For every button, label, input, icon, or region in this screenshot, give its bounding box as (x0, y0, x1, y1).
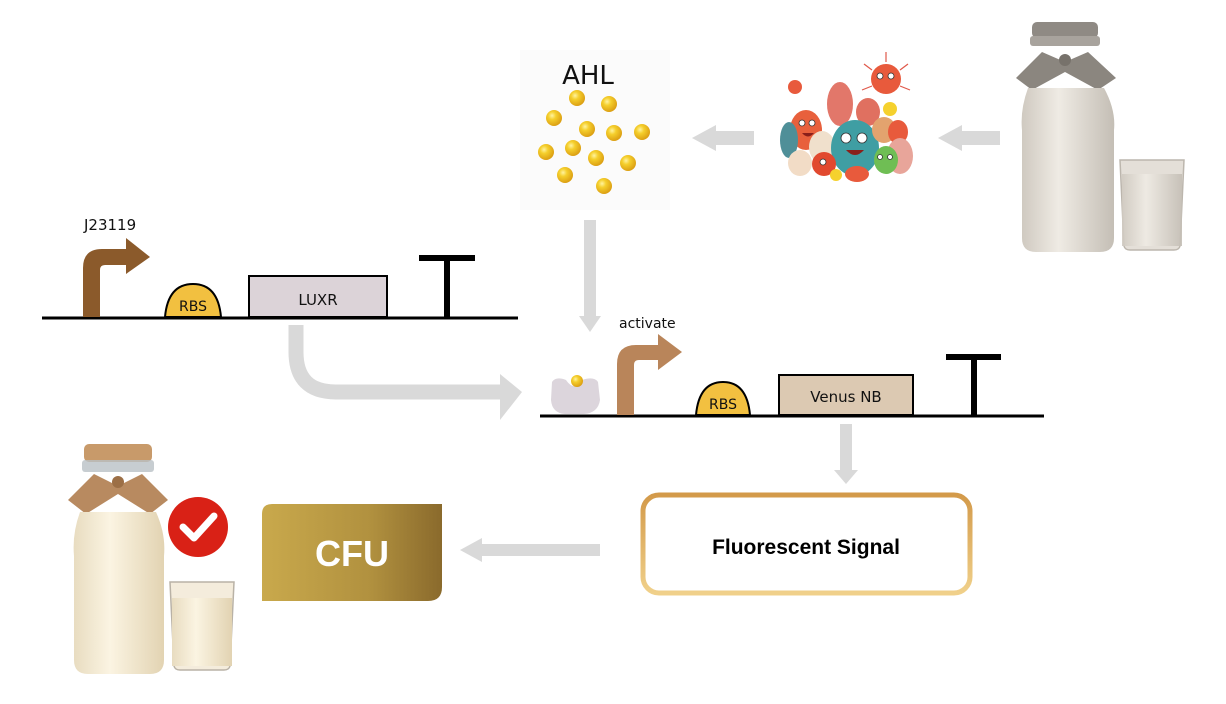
rbs-shape (163, 282, 223, 318)
milk-bottle-safe (68, 444, 235, 674)
ahl-molecule (606, 125, 622, 141)
bacterium (856, 98, 880, 126)
activate-label: activate (619, 316, 676, 332)
circuit-luxr: J23119 RBS LUXR (42, 216, 518, 320)
check-badge (168, 497, 228, 557)
bacterium (888, 120, 908, 144)
cloth-wrap (68, 474, 168, 514)
luxr-receptor-icon (551, 375, 600, 414)
bottle-cap (84, 444, 152, 462)
gene-venus-label: Venus NB (810, 388, 881, 406)
ahl-molecule (588, 150, 604, 166)
arrow-circuit-to-signal (834, 424, 858, 484)
cfu-label: CFU (315, 533, 389, 574)
ahl-molecule (620, 155, 636, 171)
ahl-molecule (546, 110, 562, 126)
arrow-bacteria-to-ahl (692, 125, 754, 151)
ahl-molecules (538, 90, 650, 194)
bacterium (883, 102, 897, 116)
fluorescent-signal-label: Fluorescent Signal (712, 536, 900, 559)
ahl-group: AHL (520, 50, 670, 210)
ahl-bound-molecule (571, 375, 583, 387)
terminator-icon (946, 354, 1001, 415)
arrow-milk-to-bacteria (938, 125, 1000, 151)
bottle-body (73, 512, 165, 674)
bottle-body (1021, 88, 1115, 252)
ahl-molecule (557, 167, 573, 183)
promoter-arrow-icon (617, 334, 682, 415)
promoter-arrow-icon (83, 238, 150, 317)
bacteria-illustration (780, 52, 913, 182)
promoter-j23119-label: J23119 (83, 216, 136, 234)
bacterium (788, 150, 812, 176)
check-icon (179, 512, 218, 542)
bacterium (788, 80, 802, 94)
ahl-molecule (596, 178, 612, 194)
gene-luxr-box (248, 275, 388, 318)
ahl-molecule (601, 96, 617, 112)
gene-venus-box (778, 374, 914, 416)
rbs-label: RBS (179, 299, 207, 315)
fluorescent-signal-box: Fluorescent Signal (640, 492, 973, 596)
arrow-luxr-to-receptor (288, 325, 522, 420)
gene-luxr-label: LUXR (298, 291, 337, 309)
ahl-label: AHL (562, 61, 614, 91)
ahl-molecule (579, 121, 595, 137)
rbs-shape (694, 380, 752, 416)
cfu-box: CFU (262, 504, 442, 601)
arrow-signal-to-cfu (460, 538, 600, 562)
milk-bottle-raw (1016, 22, 1185, 252)
bacterium (871, 64, 901, 94)
ahl-molecule (565, 140, 581, 156)
arrow-ahl-to-receptor (579, 220, 601, 332)
rbs-label: RBS (709, 397, 737, 413)
bacterium (830, 169, 842, 181)
ahl-molecule (569, 90, 585, 106)
terminator-icon (419, 255, 475, 317)
bottle-cap (1032, 22, 1098, 38)
check-circle (168, 497, 228, 557)
bacterium (780, 122, 798, 158)
circuit-venus: activate RBS Venus NB (540, 316, 1044, 418)
ahl-molecule (634, 124, 650, 140)
ahl-molecule (538, 144, 554, 160)
flow-arrows (288, 125, 1000, 562)
bacterium (845, 166, 869, 182)
cloth-wrap (1016, 52, 1116, 90)
bacterium (827, 82, 853, 126)
bacterium (874, 146, 898, 174)
